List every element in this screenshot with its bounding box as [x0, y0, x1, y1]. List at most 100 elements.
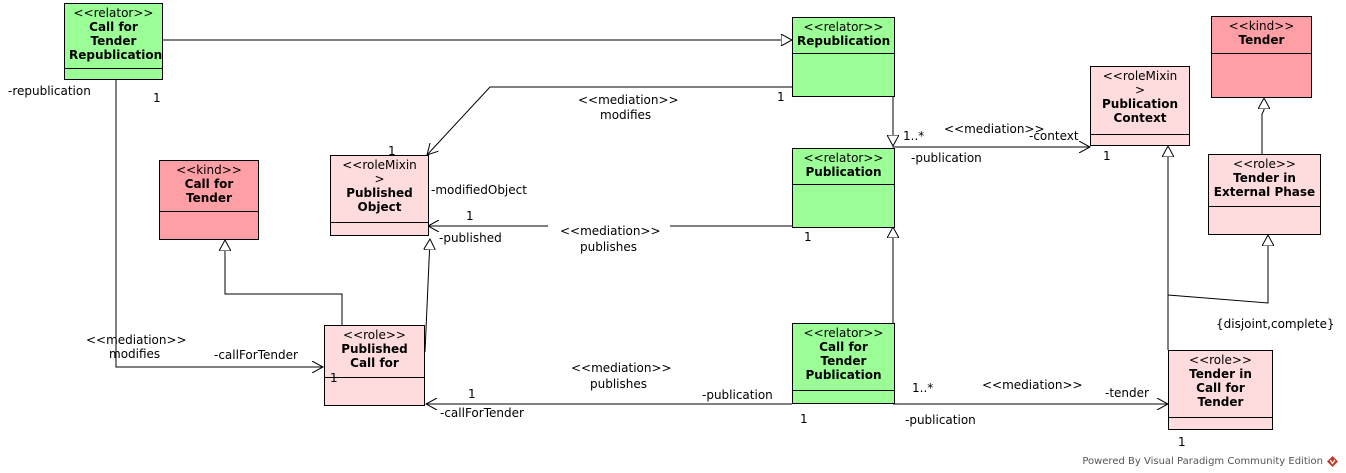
association-stereotype: <<mediation>> — [86, 333, 187, 347]
role-label: -tender — [1105, 386, 1149, 400]
role-label: -modifiedObject — [431, 183, 527, 197]
class-name-line: Tender — [90, 34, 137, 48]
association-stereotype: <<mediation>> — [560, 224, 661, 238]
gen-ticft-to-tiep — [1167, 235, 1268, 304]
attribute-divider — [65, 68, 162, 69]
role-label: -republication — [8, 84, 91, 98]
watermark: Powered By Visual Paradigm Community Edi… — [1082, 456, 1338, 467]
association-name: publishes — [580, 240, 637, 254]
class-name-line: Publication — [1101, 97, 1178, 111]
attribute-divider — [1209, 206, 1320, 207]
class-publication[interactable]: <<relator>> Publication — [792, 148, 895, 228]
class-name-line: Publication — [805, 368, 882, 382]
attribute-divider — [1091, 134, 1189, 135]
multiplicity-label: 1 — [800, 412, 808, 426]
generalization-set-constraint: {disjoint,complete} — [1216, 317, 1335, 331]
attribute-divider — [793, 184, 894, 185]
multiplicity-label: 1 — [777, 90, 785, 104]
multiplicity-label: 1 — [153, 91, 161, 105]
role-label: -callForTender — [440, 406, 524, 420]
class-call-for-tender-publication[interactable]: <<relator>> Call for Tender Publication — [792, 323, 895, 404]
class-name-line: Published — [341, 342, 408, 356]
multiplicity-label: 1 — [804, 230, 812, 244]
gen-tiep-to-tender — [1262, 98, 1264, 154]
class-name-line: Republication — [69, 48, 163, 62]
stereotype: <<role>> — [1233, 157, 1296, 171]
role-label: -context — [1029, 129, 1079, 143]
association-name: modifies — [600, 108, 652, 122]
class-name-line: Publication — [805, 165, 882, 179]
watermark-text: Powered By Visual Paradigm Community Edi… — [1082, 456, 1323, 467]
class-name-line: Tender — [1197, 395, 1244, 409]
role-label: -publication — [905, 413, 976, 427]
class-name-line: Call for — [89, 20, 138, 34]
class-tender[interactable]: <<kind>> Tender — [1211, 16, 1312, 98]
multiplicity-label: 1 — [330, 371, 338, 385]
class-tender-in-external-phase[interactable]: <<role>> Tender in External Phase — [1208, 154, 1321, 235]
class-name-line: External Phase — [1213, 185, 1316, 199]
stereotype: <<role>> — [1189, 353, 1252, 367]
class-published-object[interactable]: <<roleMixin > Published Object — [330, 155, 429, 236]
multiplicity-label: 1..* — [912, 381, 934, 395]
stereotype-line: > — [374, 172, 385, 186]
stereotype: <<kind>> — [176, 163, 242, 177]
association-name: modifies — [109, 347, 161, 361]
gen-pcf-to-pubobj — [425, 239, 430, 353]
attribute-divider — [1212, 53, 1311, 54]
role-label: -publication — [702, 388, 773, 402]
multiplicity-label: 1 — [1103, 149, 1111, 163]
association-name: publishes — [590, 377, 647, 391]
class-name-line: Published — [346, 186, 413, 200]
association-stereotype: <<mediation>> — [578, 93, 679, 107]
stereotype: <<role>> — [343, 328, 406, 342]
attribute-divider — [793, 53, 894, 54]
class-call-for-tender[interactable]: <<kind>> Call for Tender — [159, 160, 259, 240]
multiplicity-label: 1 — [466, 209, 474, 223]
class-publication-context[interactable]: <<roleMixin > Publication Context — [1090, 66, 1190, 146]
multiplicity-label: 1 — [468, 387, 476, 401]
class-name-line: Tender in — [1233, 171, 1296, 185]
class-name-line: Context — [1113, 111, 1167, 125]
visual-paradigm-logo-icon — [1327, 456, 1338, 467]
class-name-line: Call for — [819, 340, 868, 354]
role-label: -callForTender — [214, 348, 298, 362]
gen-pcf-to-cft — [225, 240, 343, 325]
class-name-line: Tender in — [1189, 367, 1252, 381]
class-name-line: Call for — [184, 177, 234, 191]
association-stereotype: <<mediation>> — [571, 361, 672, 375]
class-name-line: Call for — [350, 356, 399, 370]
assoc-republication-modifies — [427, 86, 792, 155]
class-published-call-for[interactable]: <<role>> Published Call for — [324, 325, 425, 406]
attribute-divider — [325, 377, 424, 378]
class-name-line: Tender — [820, 354, 867, 368]
class-name-line: Tender — [186, 191, 232, 205]
class-name-line: Republication — [797, 34, 891, 48]
role-label: -published — [439, 231, 502, 245]
class-name-line: Call for — [1196, 381, 1245, 395]
assoc-cftr-modifies — [115, 80, 323, 367]
stereotype-line: > — [1134, 83, 1146, 97]
association-stereotype: <<mediation>> — [944, 122, 1045, 136]
stereotype-line: <<roleMixin — [342, 158, 417, 172]
association-stereotype: <<mediation>> — [982, 378, 1083, 392]
attribute-divider — [1169, 417, 1272, 418]
stereotype: <<relator>> — [73, 6, 154, 20]
stereotype: <<kind>> — [1228, 19, 1295, 33]
attribute-divider — [160, 211, 258, 212]
class-name-line: Tender — [1238, 33, 1285, 47]
class-call-for-tender-republication[interactable]: <<relator>> Call for Tender Republicatio… — [64, 3, 163, 80]
class-republication[interactable]: <<relator>> Republication — [792, 17, 895, 97]
stereotype: <<relator>> — [803, 20, 884, 34]
stereotype: <<relator>> — [803, 151, 884, 165]
class-name-line: Object — [357, 200, 402, 214]
multiplicity-label: 1..* — [903, 129, 925, 143]
attribute-divider — [331, 222, 428, 223]
class-tender-in-call-for-tender[interactable]: <<role>> Tender in Call for Tender — [1168, 350, 1273, 430]
stereotype-line: <<roleMixin — [1102, 69, 1178, 83]
stereotype: <<relator>> — [803, 326, 884, 340]
role-label: -publication — [911, 151, 982, 165]
multiplicity-label: 1 — [388, 144, 396, 158]
multiplicity-label: 1 — [1178, 435, 1186, 449]
attribute-divider — [793, 390, 894, 391]
